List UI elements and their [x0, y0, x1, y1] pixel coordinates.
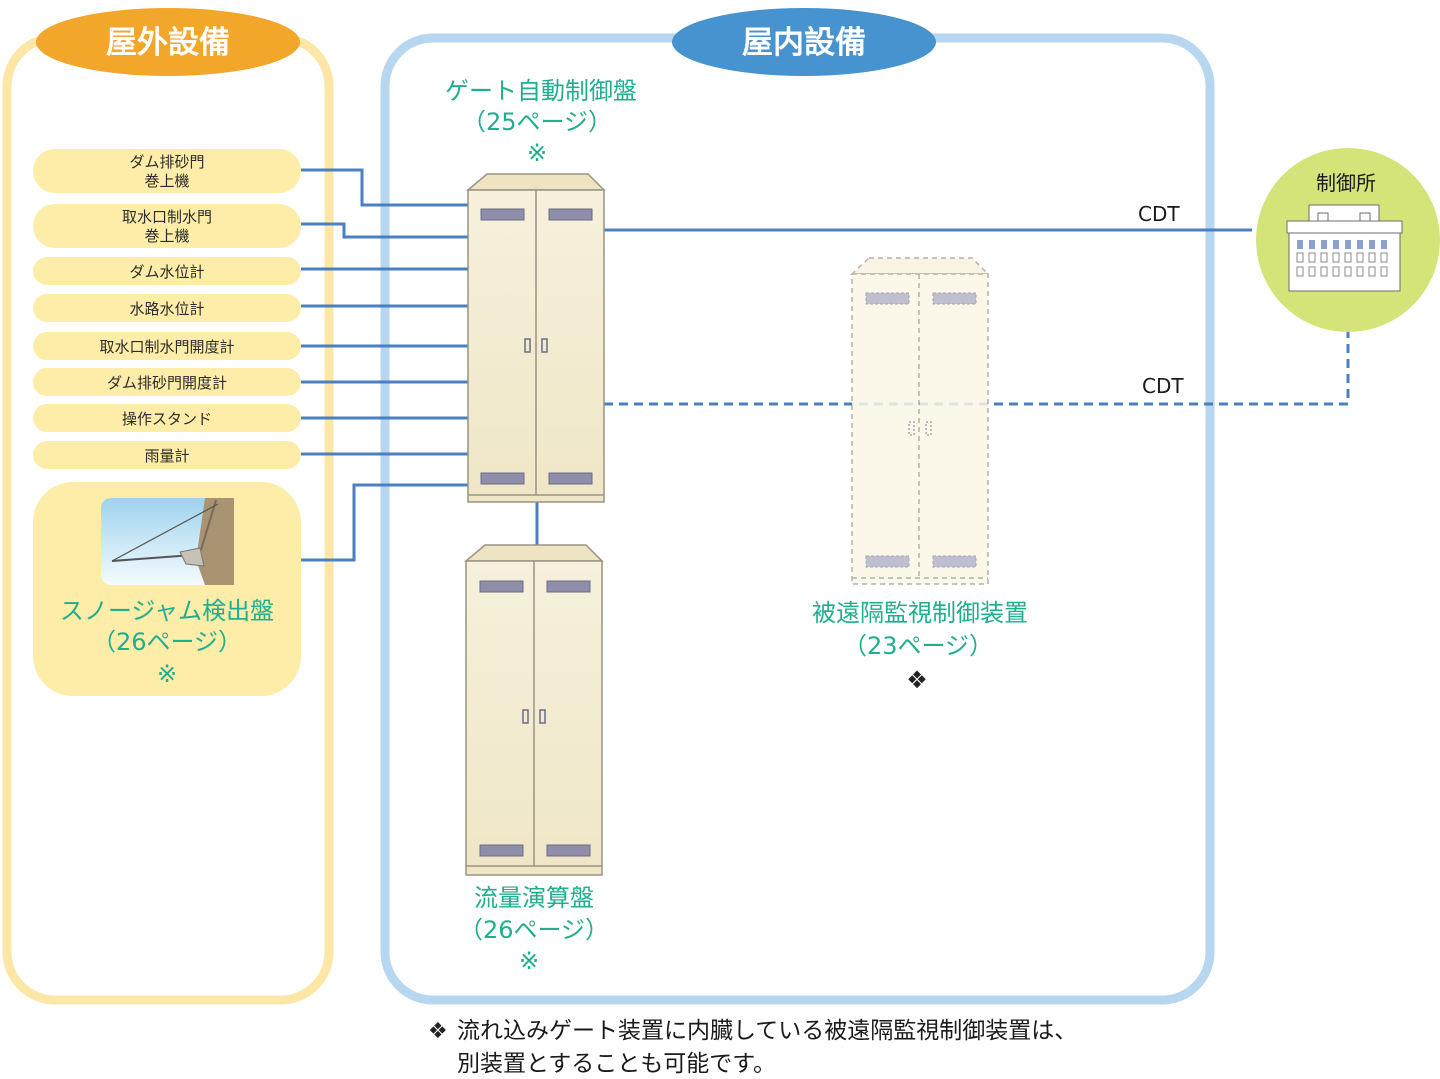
indoor-section: 屋内設備: [380, 8, 1215, 1005]
remote-monitor-cabinet: [850, 257, 990, 585]
gate-control-page: （25ページ）: [462, 108, 612, 136]
footnote-mark: ❖: [428, 1019, 448, 1044]
remote-monitor-mark: ❖: [906, 666, 928, 694]
cdt-label-top: CDT: [1138, 202, 1180, 226]
cdt-label-bottom: CDT: [1142, 374, 1184, 398]
snow-jam-panel: スノージャム検出盤 （26ページ） ※: [33, 482, 301, 696]
link-line: [301, 483, 468, 562]
link-line: [301, 222, 468, 239]
outdoor-item: ダム排砂門開度計: [33, 368, 301, 396]
footnote-line1: 流れ込みゲート装置に内臓している被遠隔監視制御装置は、: [457, 1018, 1077, 1044]
outdoor-header: 屋外設備: [106, 25, 230, 61]
outdoor-item-label: 巻上機: [144, 227, 189, 245]
control-station-label: 制御所: [1316, 171, 1376, 195]
outdoor-section: 屋外設備 ダム排砂門 巻上機 取水口制水門 巻上機 ダム水位計 水路水位計 取水…: [2, 8, 334, 1005]
snow-jam-page: （26ページ）: [92, 628, 242, 656]
building-icon: [1286, 204, 1403, 292]
remote-monitor-title: 被遠隔監視制御装置: [812, 599, 1028, 627]
outdoor-item-label: ダム排砂門: [129, 153, 204, 171]
outdoor-item-label: 巻上機: [144, 172, 189, 190]
snow-jam-title: スノージャム検出盤: [60, 597, 274, 625]
connection-lines: [301, 168, 1350, 562]
control-station: 制御所: [1256, 148, 1440, 332]
gate-control-title: ゲート自動制御盤: [445, 77, 637, 105]
flow-calc-cabinet: [463, 544, 604, 876]
indoor-header-badge: [672, 8, 936, 76]
outdoor-item-label: ダム水位計: [129, 263, 204, 281]
outdoor-item: 水路水位計: [33, 294, 301, 322]
link-line: [301, 168, 468, 207]
gate-control-mark: ※: [527, 139, 547, 167]
indoor-header: 屋内設備: [742, 25, 866, 61]
flow-calc-mark: ※: [519, 947, 539, 975]
footnote-line2: 別装置とすることも可能です。: [457, 1051, 776, 1077]
outdoor-item-label: 雨量計: [144, 447, 189, 465]
outdoor-item: ダム排砂門 巻上機: [33, 149, 301, 193]
outdoor-item-label: 操作スタンド: [122, 410, 212, 428]
snow-jam-mark: ※: [157, 660, 177, 688]
outdoor-item-label: 取水口制水門開度計: [99, 338, 234, 356]
gate-control-cabinet: [465, 173, 606, 503]
outdoor-item-label: 水路水位計: [129, 300, 204, 318]
outdoor-item: 取水口制水門開度計: [33, 332, 301, 360]
flow-calc-page: （26ページ）: [459, 916, 609, 944]
outdoor-item: 雨量計: [33, 441, 301, 469]
flow-calc-title: 流量演算盤: [474, 884, 594, 912]
outdoor-header-badge: [36, 8, 300, 76]
snow-jam-photo: [101, 498, 234, 585]
outdoor-item: 取水口制水門 巻上機: [33, 204, 301, 248]
footnote: ❖ 流れ込みゲート装置に内臓している被遠隔監視制御装置は、 別装置とすることも可…: [428, 1018, 1077, 1077]
outdoor-item-label: ダム排砂門開度計: [107, 374, 227, 392]
remote-monitor-page: （23ページ）: [843, 632, 993, 660]
outdoor-item: ダム水位計: [33, 257, 301, 285]
outdoor-item-label: 取水口制水門: [122, 208, 212, 226]
outdoor-item: 操作スタンド: [33, 404, 301, 432]
